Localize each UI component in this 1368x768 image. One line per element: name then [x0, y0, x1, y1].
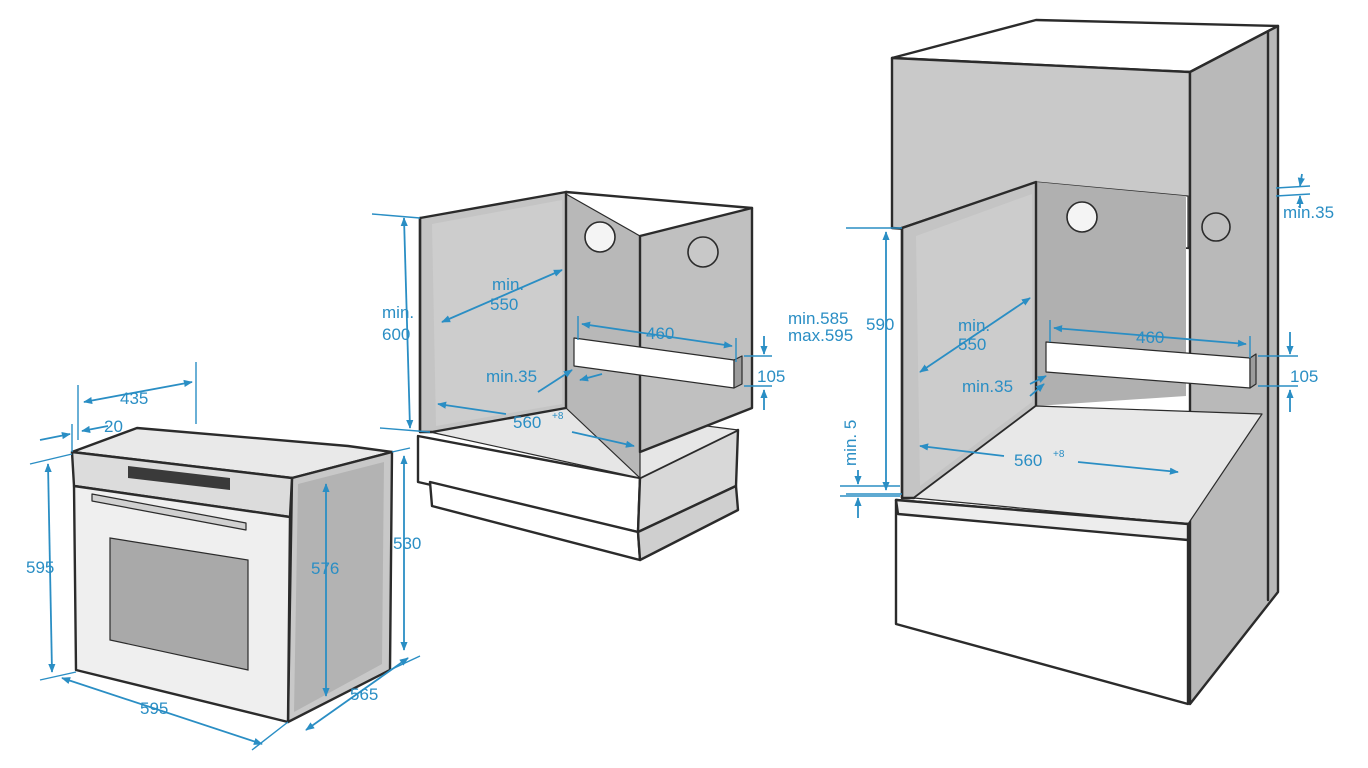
tall-cutout-width-label: 460	[1136, 328, 1164, 347]
tall-niche-width-label: 560	[1014, 451, 1042, 470]
tall-niche-height-min: min.585	[788, 309, 848, 328]
oven-width-label: 595	[140, 699, 168, 718]
cabinet-min-depth-value: 550	[490, 295, 518, 314]
tall-niche-tolerance-label: +8	[1053, 449, 1065, 460]
tall-rear-gap-label: min.35	[962, 377, 1013, 396]
tall-cutout-height-label: 105	[1290, 367, 1318, 386]
oven-side-inner	[294, 462, 384, 712]
oven-top-width-label: 435	[120, 389, 148, 408]
cabinet-rear-gap-label: min.35	[486, 367, 537, 386]
tall-min-depth-label: min.	[958, 316, 990, 335]
tall-niche-height-max: max.595	[788, 326, 853, 345]
oven-inner-height-label: 576	[311, 559, 339, 578]
oven-body-depth-label: 530	[393, 534, 421, 553]
oven-front-offset-label: 20	[104, 417, 123, 436]
oven-dimensions: 435 20 595 595 565 576 530	[26, 362, 421, 751]
oven-height-label: 595	[26, 558, 54, 577]
oven-handle	[91, 493, 247, 531]
tall-min-depth-value: 550	[958, 335, 986, 354]
cabinet-niche-width-label: 560	[513, 413, 541, 432]
tall-cable-hole-side	[1201, 212, 1231, 242]
oven-depth-label: 565	[350, 685, 378, 704]
cabinet-cutout-width-label: 460	[646, 324, 674, 343]
cabinet-cutout-height-label: 105	[757, 367, 785, 386]
cable-hole-back	[584, 221, 616, 253]
tall-cabinet-dimensions: 590 min.585 max.595 min. 550 460 105 min…	[788, 173, 1334, 518]
cabinet-niche-tolerance-label: +8	[552, 411, 564, 422]
tall-floor-gap-label: min. 5	[841, 420, 860, 466]
cabinet-min-height-label: min.	[382, 303, 414, 322]
cabinet-min-height-value: 600	[382, 325, 410, 344]
oven-display	[128, 466, 230, 490]
tall-top-gap-label: min.35	[1283, 203, 1334, 222]
tall-cabinet	[890, 18, 1280, 706]
oven-drawing	[70, 426, 394, 724]
cable-hole-side	[687, 236, 719, 268]
tall-cable-hole-back	[1066, 201, 1098, 233]
tall-niche-height-label: 590	[866, 315, 894, 334]
under-counter-cabinet	[416, 190, 754, 562]
oven-window	[109, 537, 249, 671]
under-counter-dimensions: min. 600 min. 550 460 105 min.35 560 +8	[371, 213, 785, 448]
cabinet-min-depth-label: min.	[492, 275, 524, 294]
